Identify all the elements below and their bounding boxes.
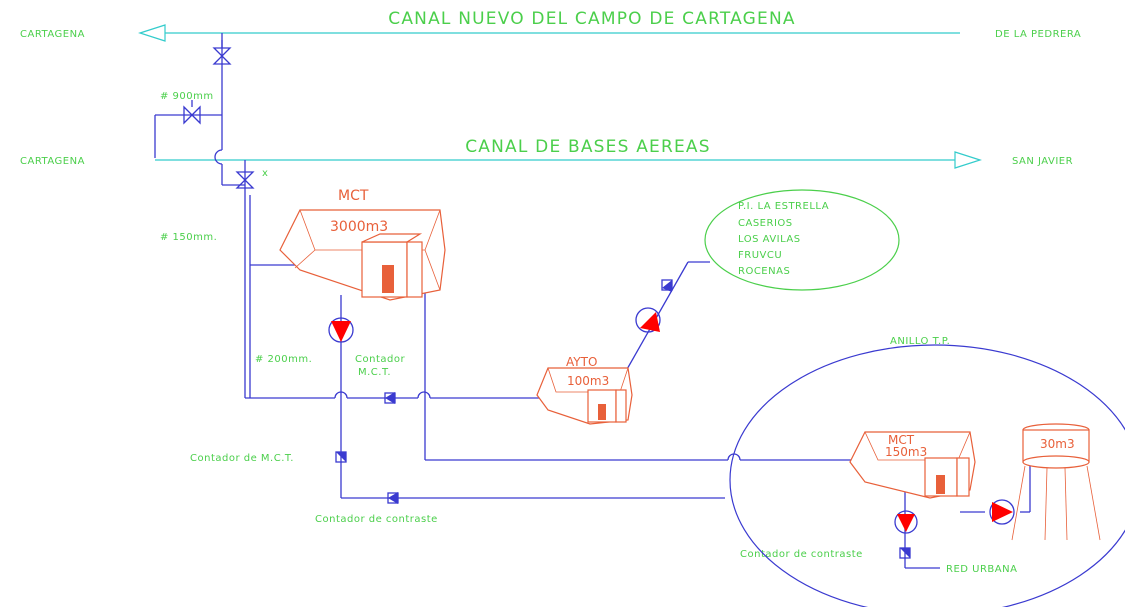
contador-mct-label-1: Contador xyxy=(355,354,405,365)
canal-nuevo-title: CANAL NUEVO DEL CAMPO DE CARTAGENA xyxy=(388,9,795,29)
pump-icon[interactable] xyxy=(894,510,918,534)
canal-bases-aereas: CANAL DE BASES AEREAS CARTAGENA SAN JAVI… xyxy=(20,137,1073,169)
tank-mct-small-capacity: 150m3 xyxy=(885,445,927,459)
valve-marker: x xyxy=(262,168,268,179)
tank-ayto-capacity: 100m3 xyxy=(567,374,609,388)
valve-icon[interactable]: x xyxy=(235,168,268,189)
meter-icon[interactable] xyxy=(335,451,347,463)
anillo-boundary xyxy=(729,344,1125,607)
tank-mct-main-name: MCT xyxy=(338,188,369,204)
canal-nuevo-right-label: DE LA PEDRERA xyxy=(995,29,1081,40)
red-urbana-label: RED URBANA xyxy=(946,564,1017,575)
destination-line: CASERIOS xyxy=(738,218,793,229)
destination-line: ROCENAS xyxy=(738,266,790,277)
meter-icon[interactable] xyxy=(387,492,399,504)
pump-icon[interactable] xyxy=(635,307,661,333)
tank-ayto: AYTO 100m3 xyxy=(536,355,633,425)
contador-contraste-label: Contador de contraste xyxy=(315,514,438,525)
destination-line: P.I. LA ESTRELLA xyxy=(738,201,829,212)
pipe-diameter-900: # 900mm xyxy=(160,91,214,102)
pipe-network xyxy=(154,33,1040,569)
destination-ellipse: P.I. LA ESTRELLA CASERIOS LOS AVILAS FRU… xyxy=(704,189,900,291)
canal-bases-title: CANAL DE BASES AEREAS xyxy=(465,137,711,157)
canal-bases-left-label: CARTAGENA xyxy=(20,156,85,167)
pump-icon[interactable] xyxy=(328,317,354,343)
tank-mct-small: MCT 150m3 xyxy=(849,431,976,499)
pipe-diameter-150: # 150mm. xyxy=(160,232,217,243)
valve-icon[interactable] xyxy=(183,100,201,125)
tank-ayto-name: AYTO xyxy=(566,355,597,369)
pipe-diameter-200: # 200mm. xyxy=(255,354,312,365)
canal-nuevo-left-label: CARTAGENA xyxy=(20,29,85,40)
pump-icon[interactable] xyxy=(989,499,1015,525)
canal-bases-right-label: SAN JAVIER xyxy=(1012,156,1073,167)
canal-nuevo: CANAL NUEVO DEL CAMPO DE CARTAGENA CARTA… xyxy=(20,9,1081,42)
contador-de-mct-label: Contador de M.C.T. xyxy=(190,453,294,464)
contador-contraste-label-2: Contador de contraste xyxy=(740,549,863,560)
valve-icon[interactable] xyxy=(212,40,232,65)
meter-icon[interactable] xyxy=(661,279,673,292)
water-tower-capacity: 30m3 xyxy=(1040,437,1075,451)
anillo-label: ANILLO T.P. xyxy=(890,336,950,347)
meter-icon[interactable] xyxy=(384,392,396,404)
tank-mct-small-name: MCT xyxy=(888,433,915,447)
destination-line: FRUVCU xyxy=(738,250,782,261)
destination-line: LOS AVILAS xyxy=(738,234,801,245)
water-tower: 30m3 xyxy=(1011,423,1101,541)
contador-mct-label-2: M.C.T. xyxy=(358,367,391,378)
tank-mct-main: MCT 3000m3 xyxy=(279,188,446,301)
tank-mct-main-capacity: 3000m3 xyxy=(330,219,388,235)
meter-icon[interactable] xyxy=(899,547,911,559)
